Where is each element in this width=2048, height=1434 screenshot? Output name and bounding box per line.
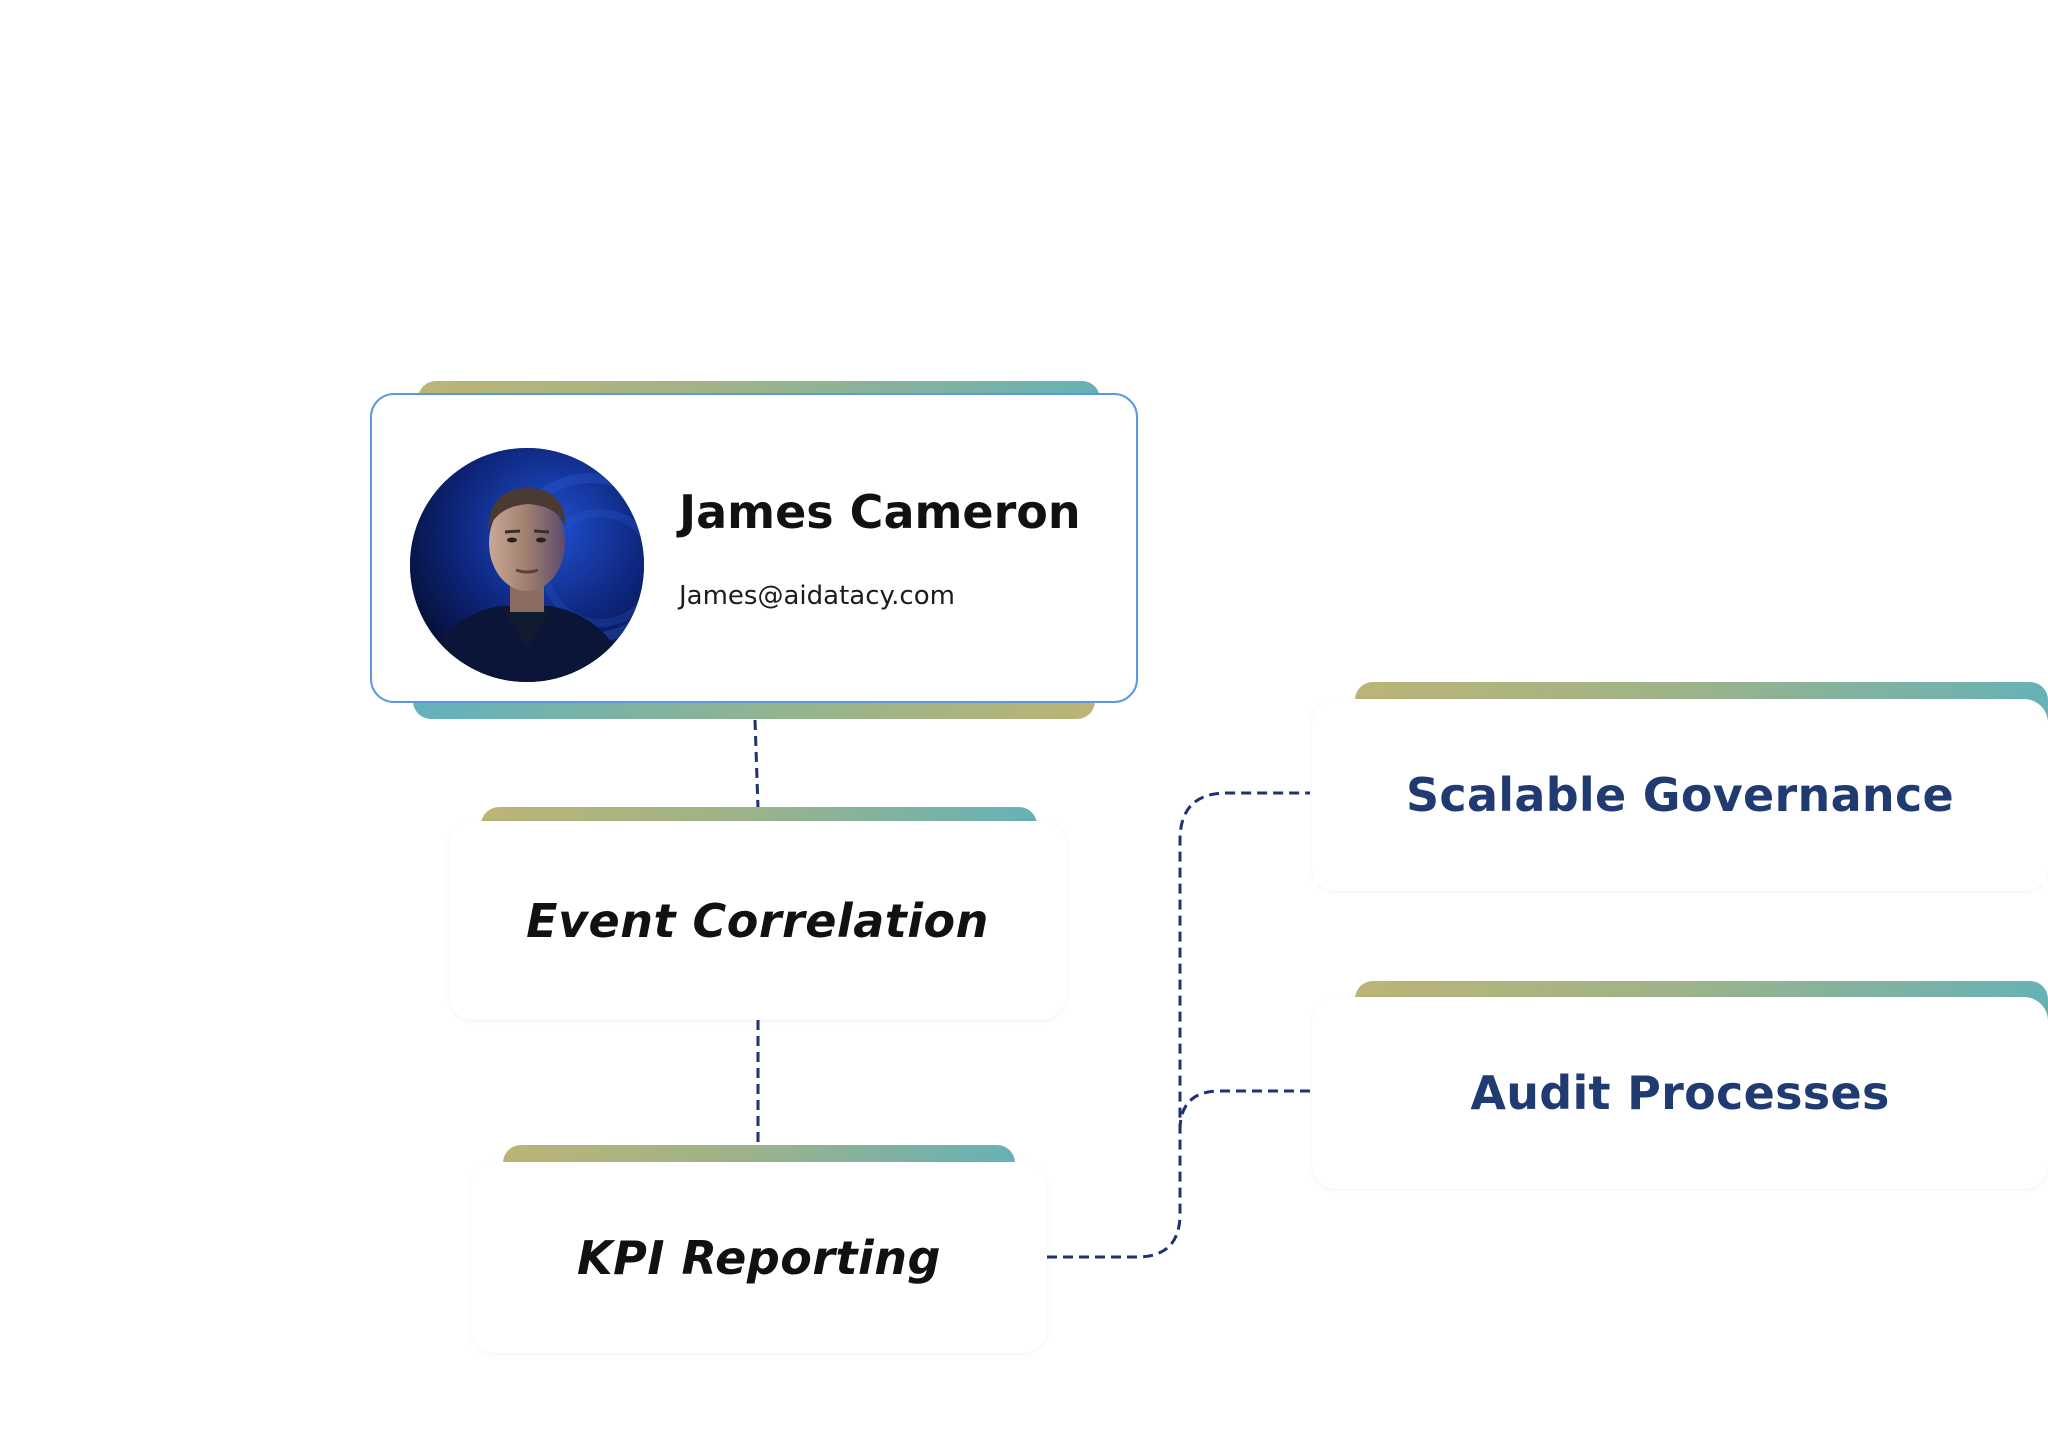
node-event-correlation[interactable]: Event Correlation <box>449 807 1066 1020</box>
person-portrait-icon <box>410 448 644 682</box>
person-email[interactable]: James@aidatacy.com <box>679 581 955 611</box>
scalable-governance-label: Scalable Governance <box>1405 768 1955 822</box>
event-correlation-label: Event Correlation <box>526 893 989 948</box>
node-kpi-reporting[interactable]: KPI Reporting <box>471 1145 1047 1353</box>
avatar <box>410 448 644 682</box>
scalable-governance-card[interactable]: Scalable Governance <box>1312 699 2048 891</box>
root-card[interactable]: James Cameron James@aidatacy.com <box>370 393 1138 703</box>
kpi-reporting-card[interactable]: KPI Reporting <box>471 1162 1047 1353</box>
audit-processes-card[interactable]: Audit Processes <box>1312 997 2048 1189</box>
person-name: James Cameron <box>679 485 1081 539</box>
audit-processes-label: Audit Processes <box>1470 1066 1890 1120</box>
root-node[interactable]: James Cameron James@aidatacy.com <box>370 381 1138 719</box>
node-audit-processes[interactable]: Audit Processes <box>1312 981 2048 1189</box>
connector-kpi-reporting-to-scalable-governance <box>1047 791 1310 1259</box>
connector-root-to-event-correlation <box>753 719 760 809</box>
event-correlation-card[interactable]: Event Correlation <box>449 821 1066 1020</box>
node-scalable-governance[interactable]: Scalable Governance <box>1312 682 2048 891</box>
connector-kpi-reporting-to-audit-processes <box>1178 1089 1310 1131</box>
kpi-reporting-label: KPI Reporting <box>577 1230 941 1285</box>
